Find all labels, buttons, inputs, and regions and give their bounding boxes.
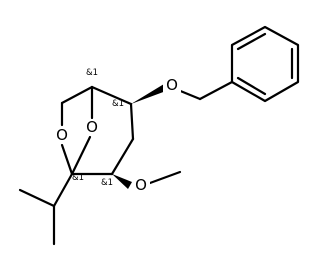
ring-oxygen-bridge-label: O <box>86 118 98 136</box>
benzyloxy-oxygen-label: O <box>166 76 178 94</box>
bond-methoxy-oxygen-methyl <box>148 170 182 185</box>
methoxy-oxygen-label: O <box>135 176 147 194</box>
stereo-label-top-bridgehead: &1 <box>86 68 98 78</box>
stereo-label-methoxy-carbon: &1 <box>101 178 113 188</box>
phenyl-ring <box>230 25 300 103</box>
wedge-benzyloxy-carbon-oxygen <box>131 84 166 104</box>
stereo-label-quaternary-carbon: &1 <box>72 173 84 183</box>
wedge-methoxy-carbon-oxygen <box>112 174 132 189</box>
stereo-label-layer: &1 &1 &1 &1 <box>72 68 124 188</box>
bond-benzyloxy-oxygen-ch2 <box>176 88 202 101</box>
atom-label-layer: O O O O <box>53 76 181 194</box>
bond-quaternary-isopropyl-ch <box>52 172 74 208</box>
phenyl-double-bond-3 <box>236 76 267 96</box>
stereo-label-benzyloxy-carbon: &1 <box>112 99 124 109</box>
bond-ch2-benzyloxy-carbon <box>129 102 135 141</box>
bond-benzylic-ch2-phenyl <box>198 80 234 101</box>
phenyl-double-bond-1 <box>236 32 267 51</box>
ring-oxygen-left-label: O <box>56 126 68 144</box>
wedge-layer <box>112 84 166 189</box>
bond-isopropyl-methyl-left <box>18 188 56 208</box>
bond-benzyloxy-carbon-top-bridgehead <box>90 85 133 106</box>
bond-layer <box>18 25 300 246</box>
bond-ch2-top-bridgehead <box>60 85 94 105</box>
bond-bridge-oxygen-quaternary <box>70 135 92 176</box>
bond-methoxy-carbon-ch2 <box>110 137 135 176</box>
bond-ring-oxygen-quaternary <box>60 143 74 176</box>
